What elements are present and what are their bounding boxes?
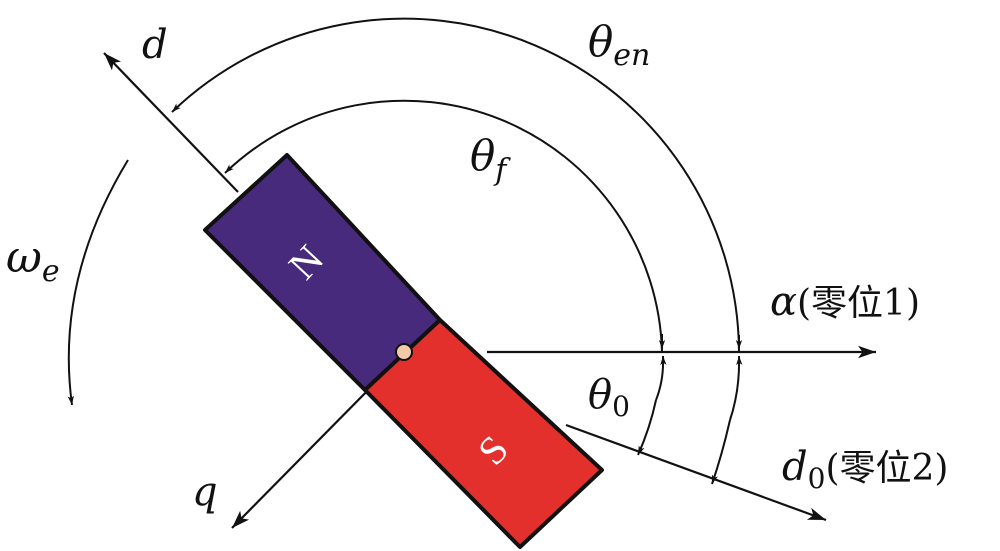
theta-f-label: θf: [470, 131, 511, 188]
omega-rotation-arc: [67, 159, 129, 406]
alpha-zero-label: α(零位1): [770, 279, 920, 325]
d-axis-line: [103, 52, 239, 193]
rotor-center-dot: [395, 343, 413, 361]
magnet: N S: [203, 153, 604, 549]
theta-en-arc: [171, 17, 740, 353]
south-pole-block: [363, 318, 604, 549]
theta-0-outer-arc-down: [711, 419, 731, 485]
theta-0-label: θ0: [588, 372, 630, 423]
d-axis-label: d: [142, 22, 168, 68]
theta-0-outer-arc-up: [729, 355, 743, 421]
theta-0-inner-arc-down: [637, 399, 657, 456]
d0-zero-axis-line: [565, 423, 827, 522]
theta-0-inner-arc-up: [655, 355, 667, 401]
q-axis-label: q: [192, 469, 218, 515]
q-axis-line: [231, 377, 381, 529]
theta-en-label: θen: [588, 17, 650, 73]
d0-zero-label: d0(零位2): [782, 444, 948, 495]
theta-f-arc: [224, 99, 663, 353]
omega-e-label: ωe: [6, 232, 60, 289]
